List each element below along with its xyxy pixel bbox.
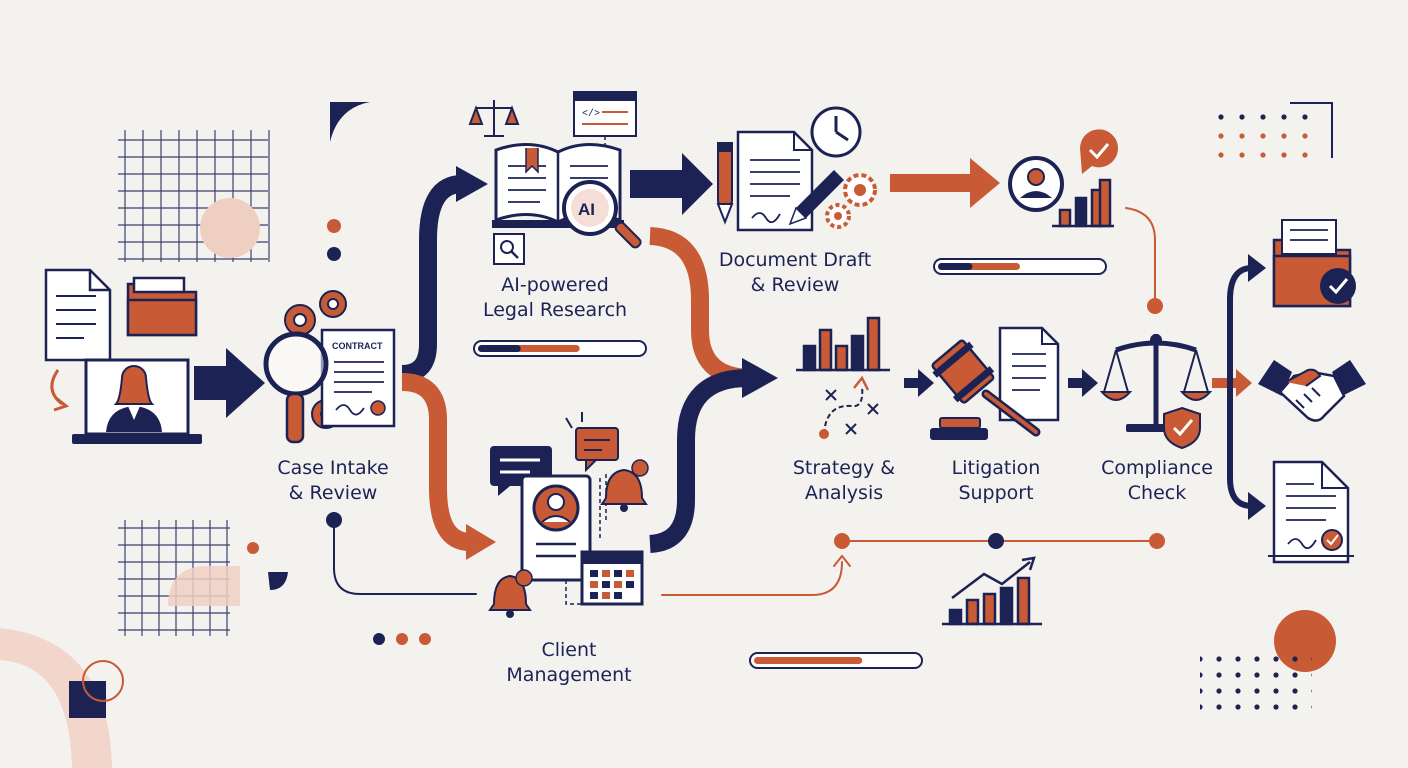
progress-bar-document-draft — [933, 258, 1107, 275]
strategy-chart-icon — [796, 316, 890, 439]
connector-lines — [326, 207, 1165, 596]
intake-folder-icon — [126, 276, 198, 337]
progress-bar-legal-research — [473, 340, 647, 357]
search-icon — [493, 233, 525, 265]
decor-peach-blob-top — [200, 198, 260, 258]
gear-icon — [319, 290, 347, 318]
stage-title-line1: Compliance — [1101, 457, 1213, 479]
decor-dot-trio — [373, 633, 431, 645]
decor-orange-ring — [82, 660, 124, 702]
gavel-icon — [930, 326, 1060, 440]
approved-folder-icon — [1272, 219, 1356, 308]
progress-bar-client-management — [749, 652, 923, 669]
client-profile-icon — [488, 412, 649, 618]
decor-peach-blob-bottom — [168, 566, 240, 606]
ai-badge-label: AI — [578, 200, 595, 219]
decor-dots-bottom-right — [1200, 656, 1312, 710]
decor-dot-small-orange — [247, 542, 259, 554]
handshake-icon — [1258, 360, 1366, 422]
bar-chart-icon — [1052, 178, 1114, 228]
document-pen-icon — [716, 106, 877, 232]
decor-grid-top-left — [118, 130, 270, 262]
ai-book-icon: </> AI — [468, 91, 642, 265]
stage-label-litigation: Litigation Support — [918, 456, 1074, 506]
progress-lead-segment — [938, 263, 973, 270]
intake-document-icon — [44, 268, 112, 362]
decor-navy-corner — [330, 102, 370, 142]
magnifier-contract-icon: CONTRACT — [263, 290, 396, 444]
stage-title-line2: Analysis — [804, 482, 884, 504]
stage-title-line2: Support — [958, 482, 1034, 504]
bell-icon — [488, 569, 533, 618]
clock-icon — [810, 106, 862, 158]
stage-label-case-intake: Case Intake & Review — [248, 456, 418, 506]
code-glyph: </> — [582, 108, 600, 120]
stage-label-strategy: Strategy & Analysis — [766, 456, 922, 506]
stage-title-line1: AI-powered — [501, 274, 609, 296]
decor-dots-top-right — [1218, 114, 1308, 158]
stage-title-line2: & Review — [288, 482, 378, 504]
decor-dot-navy — [327, 247, 341, 261]
scales-small-icon — [468, 100, 520, 137]
stage-title-line2: Legal Research — [482, 299, 628, 321]
growth-chart-icon — [942, 556, 1042, 626]
decor-peach-arc — [0, 628, 112, 768]
bell-icon — [600, 459, 649, 512]
stage-title-line2: & Review — [750, 274, 840, 296]
stage-title-line1: Litigation — [951, 457, 1041, 479]
decor-navy-wedge — [268, 572, 288, 590]
stage-title-line1: Strategy & — [792, 457, 896, 479]
shield-check-icon — [1163, 406, 1201, 450]
stage-title-line1: Client — [541, 639, 597, 661]
stage-label-document-draft: Document Draft & Review — [700, 248, 890, 298]
calendar-icon — [580, 550, 644, 606]
code-window-icon: </> — [573, 91, 637, 137]
stage-label-compliance: Compliance Check — [1074, 456, 1240, 506]
contract-label: CONTRACT — [332, 341, 383, 351]
stage-label-client-management: Client Management — [484, 638, 654, 688]
gear-icon — [284, 304, 316, 336]
progress-lead-segment — [478, 345, 521, 352]
progress-fill — [754, 657, 863, 664]
fountain-pen-icon — [716, 142, 734, 225]
stage-label-legal-research: AI-powered Legal Research — [460, 273, 650, 323]
intake-laptop-client-icon — [72, 358, 202, 444]
scales-icon — [1099, 334, 1213, 450]
gear-icon — [843, 173, 877, 207]
check-bubble-icon — [1080, 129, 1118, 174]
writing-pen-icon — [788, 170, 844, 226]
stage-title-line1: Case Intake — [277, 457, 389, 479]
decor-navy-square — [69, 681, 106, 718]
decor-dot-orange — [327, 219, 341, 233]
stage-title-line1: Document Draft — [718, 249, 872, 271]
signed-document-icon — [1268, 460, 1354, 564]
stage-title-line2: Management — [506, 664, 632, 686]
flow-arrows — [194, 153, 1266, 560]
analytics-profile-icon — [1008, 129, 1118, 228]
message-bubble-icon — [575, 427, 619, 473]
gear-icon — [825, 203, 851, 229]
decor-corner-line — [1290, 102, 1333, 158]
stage-title-line2: Check — [1127, 482, 1187, 504]
